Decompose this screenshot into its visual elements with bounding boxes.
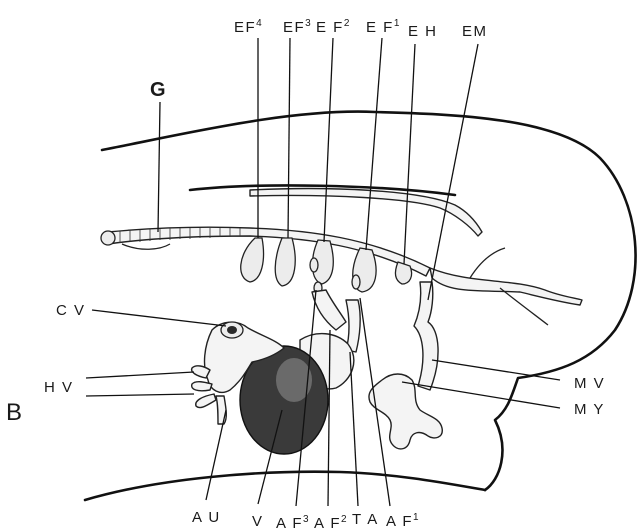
leader-em bbox=[428, 44, 478, 300]
pouch-ef4 bbox=[241, 238, 264, 282]
label-figure-letter: B bbox=[6, 399, 22, 426]
label-cv: C V bbox=[56, 302, 86, 319]
label-hv: H V bbox=[44, 379, 74, 396]
label-em: EM bbox=[462, 23, 488, 40]
branch-up bbox=[470, 248, 505, 278]
hepatic-vein-3 bbox=[196, 394, 216, 408]
gut-opening bbox=[101, 231, 115, 245]
label-my: M Y bbox=[574, 401, 605, 418]
label-ef3: EF3 bbox=[283, 18, 312, 36]
label-ef1: E F1 bbox=[366, 18, 401, 36]
em-vessel bbox=[414, 282, 438, 390]
pouch-eh bbox=[395, 262, 411, 284]
leader-ef2 bbox=[324, 38, 333, 242]
leader-au bbox=[206, 410, 226, 500]
leader-cv bbox=[92, 310, 226, 326]
label-v: V bbox=[252, 513, 264, 530]
gut-underside bbox=[122, 244, 170, 249]
right-branches bbox=[430, 268, 582, 305]
label-eh: E H bbox=[408, 23, 438, 40]
label-ta: T A bbox=[352, 511, 379, 528]
aortic-arch-1 bbox=[312, 290, 346, 330]
leader-mv bbox=[432, 360, 560, 380]
label-af1: A F1 bbox=[386, 512, 420, 530]
label-mv: M V bbox=[574, 375, 605, 392]
opening-1 bbox=[310, 258, 318, 272]
leader-hv-1 bbox=[86, 372, 194, 378]
leader-g bbox=[158, 102, 160, 232]
label-af3: A F3 bbox=[276, 514, 310, 532]
gut-tube bbox=[108, 227, 430, 276]
pouch-ef3 bbox=[275, 238, 295, 286]
label-af2: A F2 bbox=[314, 514, 348, 532]
leader-ta bbox=[350, 352, 358, 506]
leader-hv-2 bbox=[86, 394, 194, 396]
label-ef2: E F2 bbox=[316, 18, 351, 36]
leader-eh bbox=[404, 44, 415, 264]
leader-ef3 bbox=[288, 38, 290, 238]
label-g: G bbox=[150, 79, 166, 101]
label-au: A U bbox=[192, 509, 221, 526]
umbilical-vein bbox=[216, 396, 226, 424]
label-ef4: EF4 bbox=[234, 18, 263, 36]
dorsal-branch bbox=[250, 189, 482, 236]
cardinal-vein-lumen bbox=[227, 326, 237, 334]
leader-ef1 bbox=[366, 38, 382, 250]
body-outline-ventral bbox=[85, 472, 485, 500]
hepatic-vein-2 bbox=[192, 382, 212, 391]
opening-2 bbox=[352, 275, 360, 289]
leader-my bbox=[402, 382, 560, 408]
hepatic-vein-1 bbox=[192, 366, 210, 378]
